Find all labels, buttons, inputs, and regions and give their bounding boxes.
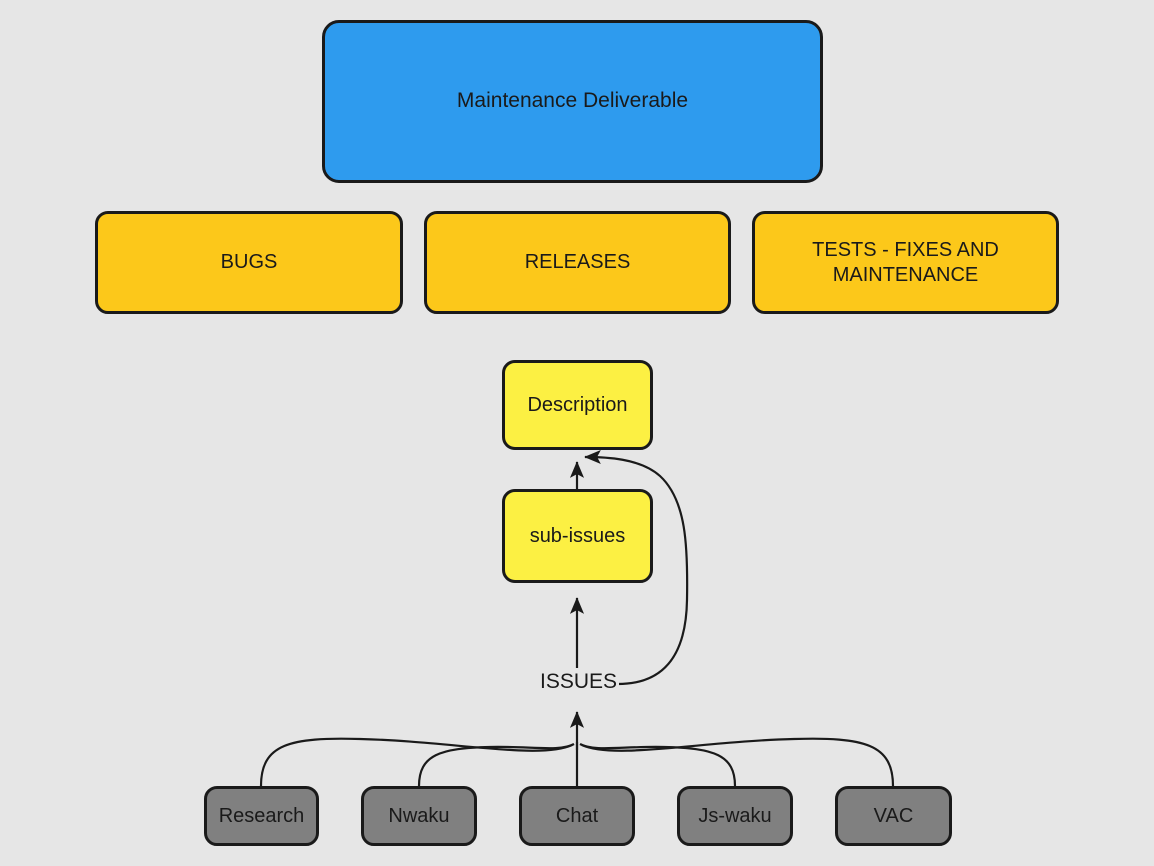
node-tests-fixes-and-maintenance[interactable]: TESTS - FIXES AND MAINTENANCE (752, 211, 1059, 314)
node-vac[interactable]: VAC (835, 786, 952, 846)
node-label: Research (218, 804, 305, 827)
node-label: Chat (555, 804, 599, 827)
edge-jswaku-to-issues (579, 743, 737, 787)
node-chat[interactable]: Chat (519, 786, 635, 846)
node-sub-issues[interactable]: sub-issues (502, 489, 653, 583)
node-js-waku[interactable]: Js-waku (677, 786, 793, 846)
node-label: Maintenance Deliverable (456, 89, 689, 113)
node-label: Js-waku (698, 804, 772, 827)
node-label: Description (527, 393, 628, 416)
edge-label-issues: ISSUES (538, 670, 620, 694)
node-research[interactable]: Research (204, 786, 319, 846)
node-nwaku[interactable]: Nwaku (361, 786, 477, 846)
node-releases[interactable]: RELEASES (424, 211, 731, 314)
node-label: sub-issues (529, 524, 626, 547)
node-label: VAC (873, 804, 914, 827)
node-description[interactable]: Description (502, 360, 653, 450)
node-label: RELEASES (524, 251, 631, 273)
node-bugs[interactable]: BUGS (95, 211, 403, 314)
edge-research-to-issues (259, 737, 573, 787)
node-label: Nwaku (388, 804, 450, 827)
node-label: BUGS (220, 251, 278, 273)
node-label: TESTS - FIXES AND MAINTENANCE (812, 238, 999, 286)
edge-vac-to-issues (581, 737, 895, 787)
edge-nwaku-to-issues (417, 743, 575, 787)
node-maintenance-deliverable[interactable]: Maintenance Deliverable (322, 20, 823, 183)
